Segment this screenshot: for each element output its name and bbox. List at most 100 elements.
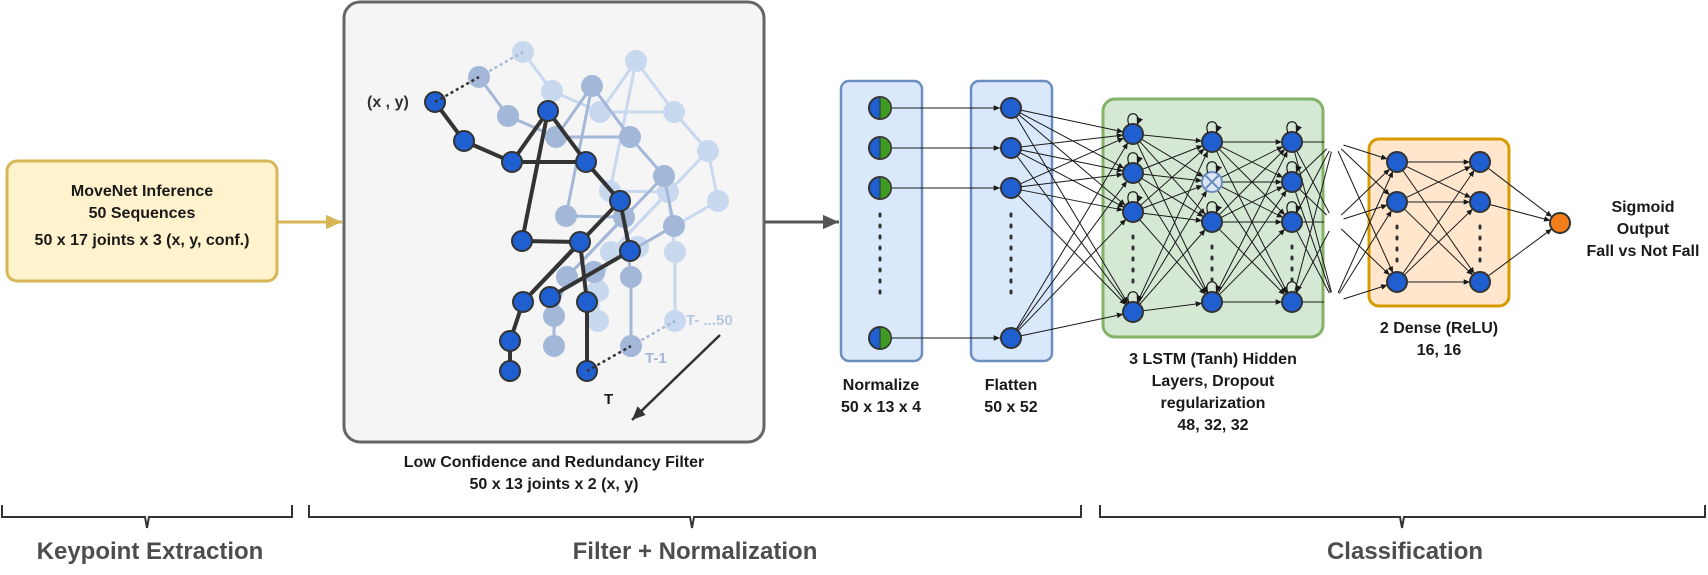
connection-line	[1142, 212, 1203, 223]
network-connections	[891, 105, 1553, 341]
output-label: Sigmoid Output Fall vs Not Fall	[1580, 197, 1706, 263]
movenet-box	[5, 159, 279, 283]
mid-joint	[620, 266, 642, 288]
temporal-link	[434, 75, 480, 104]
mid-joint	[497, 105, 519, 127]
connection-line	[1020, 189, 1124, 212]
lstm3-neuron	[1281, 171, 1303, 193]
dense1-neuron	[1386, 271, 1408, 293]
stage-classification: Classification	[1326, 538, 1484, 565]
connection-line	[1142, 185, 1203, 209]
connection-line	[1405, 165, 1472, 199]
cur-joint	[499, 330, 521, 352]
connection-line	[1343, 144, 1388, 160]
dense2-neuron	[1469, 151, 1491, 173]
mid-joint	[581, 75, 603, 97]
recurrent-loop	[1286, 121, 1302, 134]
connection-line	[1020, 172, 1124, 188]
normalize-neuron-half	[879, 96, 892, 120]
cur-bone	[521, 240, 582, 304]
connection-line	[1017, 194, 1127, 306]
dense-label: 2 Dense (ReLU) 16, 16	[1349, 318, 1529, 362]
filter-caption: Low Confidence and Redundancy Filter 50 …	[344, 452, 764, 496]
lstm-line1: 3 LSTM (Tanh) Hidden	[1129, 351, 1297, 368]
connection-line	[1216, 150, 1288, 294]
lstm3-neuron	[1281, 291, 1303, 313]
far-joint	[587, 310, 609, 332]
recurrent-loop	[1127, 191, 1143, 204]
temporal-link	[478, 50, 524, 79]
dropout-cross-mark	[1204, 174, 1220, 190]
connection-line	[1294, 151, 1332, 293]
recurrent-loop	[1127, 152, 1143, 165]
connection-line	[1015, 142, 1129, 330]
cur-joint	[512, 291, 534, 313]
stage-keypoint-extraction: Keypoint Extraction	[36, 538, 264, 565]
connection-line	[1218, 148, 1286, 216]
mid-joint	[619, 126, 641, 148]
temporal-link	[586, 344, 632, 373]
far-joint	[697, 140, 719, 162]
connection-line	[1139, 229, 1206, 305]
connection-line	[1016, 180, 1128, 331]
cur-joint	[501, 151, 523, 173]
connection-line	[1137, 190, 1208, 304]
lstm1-neuron	[1122, 162, 1144, 184]
lstm-line3: regularization	[1160, 395, 1266, 412]
sigmoid-output-neuron	[1549, 212, 1571, 234]
connection-line	[1017, 218, 1127, 332]
lstm2-neuron	[1201, 211, 1223, 233]
movenet-sequences: 50 Sequences	[88, 205, 196, 222]
output-line1: Sigmoid	[1611, 199, 1675, 216]
cur-joint	[539, 286, 561, 308]
cur-joint	[569, 231, 591, 253]
connection-line	[1136, 150, 1209, 304]
lstm-line2: Layers, Dropout	[1151, 373, 1275, 390]
connection-line	[1296, 150, 1330, 214]
normalize-shape: 50 x 13 x 4	[840, 399, 922, 416]
time-label-t-1: T-1	[645, 350, 667, 367]
mid-joint	[555, 205, 577, 227]
connection-line	[1142, 301, 1203, 312]
coordinate-label: (x , y)	[367, 94, 409, 111]
recurrent-loop	[1286, 161, 1302, 174]
movenet-shape: 50 x 17 joints x 3 (x, y, conf.)	[34, 232, 250, 249]
recurrent-loop	[1286, 201, 1302, 214]
cur-joint	[453, 130, 475, 152]
cur-bone	[549, 249, 631, 299]
flatten-name: Flatten	[984, 377, 1038, 394]
connection-line	[1402, 169, 1475, 275]
connection-line	[1298, 188, 1328, 216]
output-line2: Output	[1616, 221, 1670, 238]
connection-line	[1140, 148, 1205, 206]
connection-line	[1487, 167, 1553, 218]
time-label-t-50: T- ...50	[686, 312, 733, 329]
mid-joint	[543, 305, 565, 327]
normalize-neuron-half	[879, 176, 892, 200]
connection-line	[1343, 284, 1388, 300]
dense1-neuron	[1386, 151, 1408, 173]
normalize-neuron-half	[879, 136, 892, 160]
connection-line	[1020, 312, 1124, 337]
dense2-neuron	[1469, 271, 1491, 293]
cur-joint	[537, 100, 559, 122]
far-bone	[609, 190, 670, 254]
normalize-label: Normalize 50 x 13 x 4	[811, 375, 951, 419]
cur-joint	[619, 240, 641, 262]
flatten-shape: 50 x 52	[984, 399, 1038, 416]
connection-line	[1298, 148, 1328, 176]
far-joint	[663, 101, 685, 123]
stage-filter-normalization: Filter + Normalization	[572, 538, 818, 565]
filter-caption-line2: 50 x 13 joints x 2 (x, y)	[469, 476, 639, 493]
time-direction-arrow	[631, 334, 721, 421]
far-joint	[707, 190, 729, 212]
lstm-line4: 48, 32, 32	[1177, 417, 1249, 434]
recurrent-loop	[1127, 291, 1143, 304]
connection-line	[1139, 219, 1206, 295]
recurrent-loop	[1206, 161, 1222, 174]
recurrent-loop	[1127, 113, 1143, 126]
cur-joint	[499, 360, 521, 382]
skeleton-frame-t-1	[468, 66, 685, 357]
connection-line	[1340, 148, 1391, 196]
connection-line	[1487, 228, 1553, 277]
